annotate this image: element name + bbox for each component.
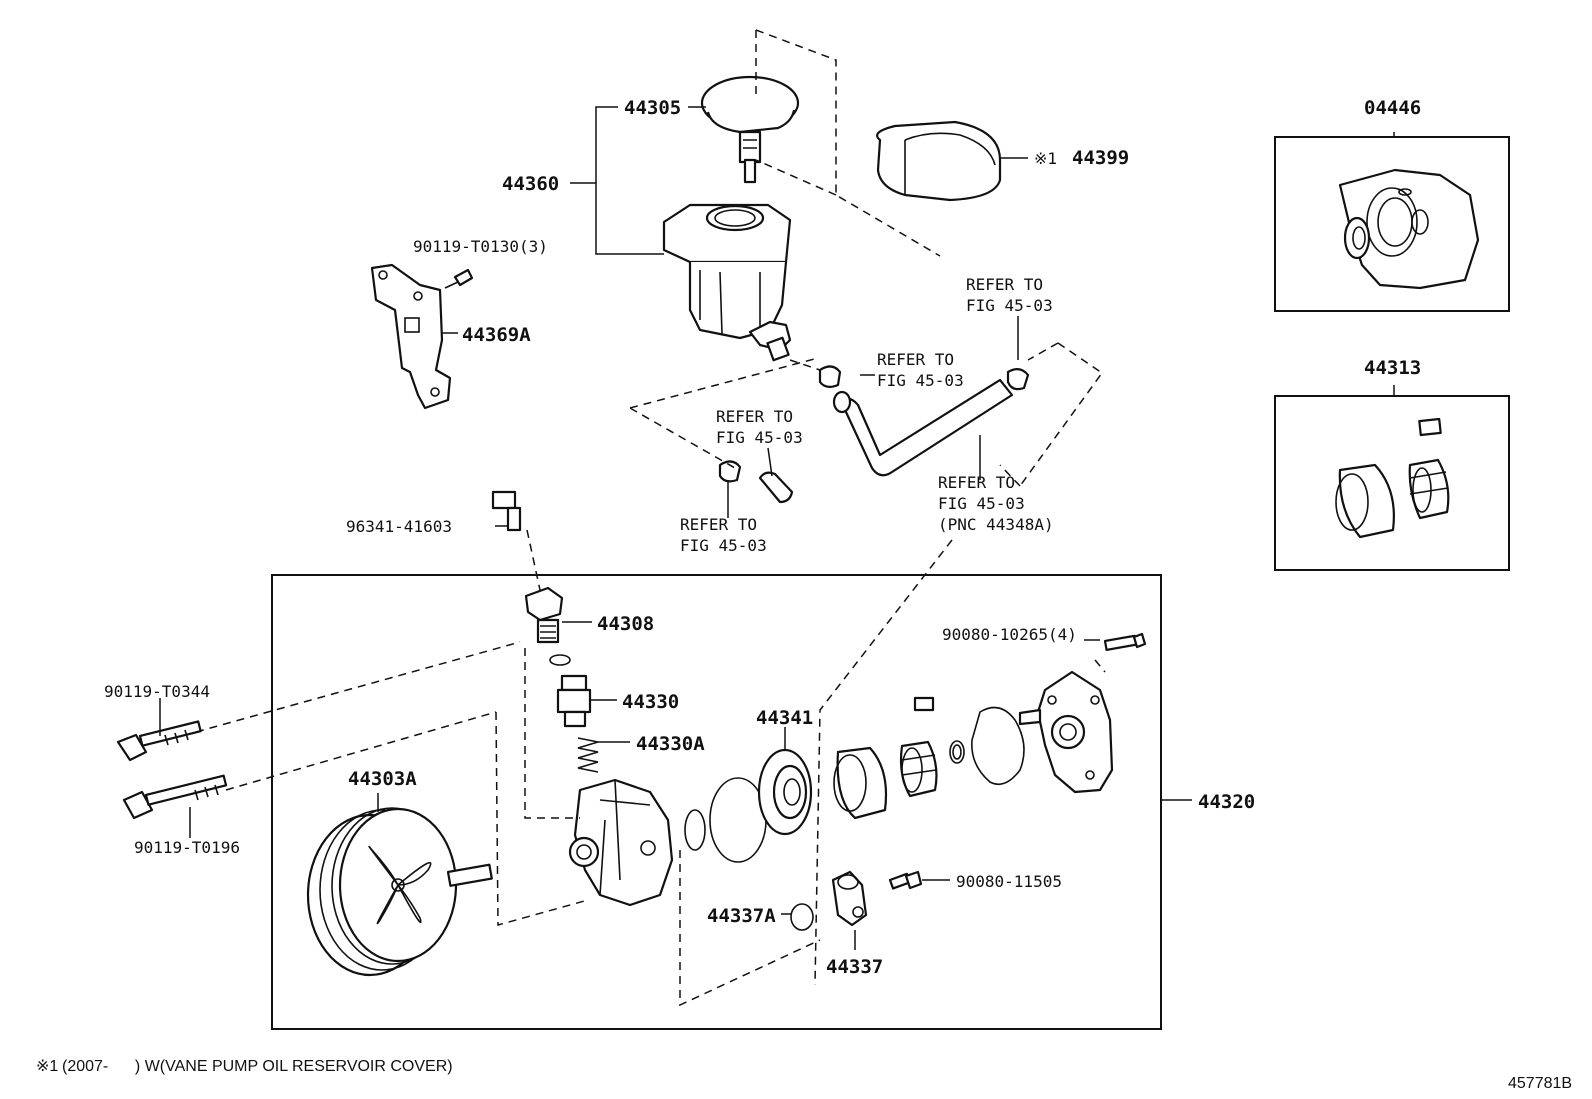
label-90080-11505: 90080-11505 (956, 872, 1062, 891)
label-44337a: 44337A (707, 905, 776, 927)
flow-control-valve-icon (556, 674, 592, 728)
label-44303a: 44303A (348, 768, 417, 790)
bolt-90119-t0196-icon (122, 774, 228, 820)
svg-text:FIG 45-03: FIG 45-03 (966, 296, 1053, 315)
label-90119-t0130: 90119-T0130(3) (413, 237, 548, 256)
snap-ring-icon (949, 740, 965, 764)
label-44330: 44330 (622, 691, 679, 713)
refer-note-clamp-upper[interactable]: REFER TO FIG 45-03 (877, 350, 964, 390)
vane-icon (913, 696, 935, 712)
label-90080-10265: 90080-10265(4) (942, 625, 1077, 644)
assembly-44320-box (271, 574, 1162, 1030)
pump-housing-icon (568, 778, 674, 907)
label-44337: 44337 (826, 956, 883, 978)
refer-note-return-hose[interactable]: REFER TO FIG 45-03 (PNC 44348A) (938, 473, 1054, 534)
o-ring-icon (549, 654, 571, 666)
label-44330a: 44330A (636, 733, 705, 755)
kit-44313-box (1274, 395, 1510, 571)
suction-port-icon (831, 870, 868, 927)
svg-text:REFER TO: REFER TO (966, 275, 1043, 294)
svg-text:(PNC 44348A): (PNC 44348A) (938, 515, 1054, 534)
refer-note-hose-upper[interactable]: REFER TO FIG 45-03 (966, 275, 1053, 315)
bolt-90080-10265-icon (1103, 632, 1147, 651)
figure-id: 457781B (1508, 1075, 1572, 1092)
union-bolt-96341-icon (491, 490, 522, 532)
gasket-icon (971, 706, 1025, 786)
label-44360: 44360 (502, 173, 559, 195)
bolt-90080-11505-icon (888, 870, 923, 890)
reservoir-cap-icon (700, 75, 800, 184)
svg-text:REFER TO: REFER TO (877, 350, 954, 369)
bracket-icon (370, 263, 452, 410)
refer-note-clamp-lower[interactable]: REFER TO FIG 45-03 (680, 515, 767, 555)
svg-text:FIG 45-03: FIG 45-03 (938, 494, 1025, 513)
footnote-text: (2007- ) W(VANE PUMP OIL RESERVOIR COVER… (62, 1058, 453, 1075)
svg-text:FIG 45-03: FIG 45-03 (877, 371, 964, 390)
union-fitting-44308-icon (524, 586, 564, 644)
label-90119-t0344: 90119-T0344 (104, 682, 210, 701)
pulley-icon (306, 807, 493, 977)
svg-text:REFER TO: REFER TO (716, 407, 793, 426)
cam-ring-icon (833, 746, 888, 820)
side-plate-icon (757, 748, 813, 836)
label-44341: 44341 (756, 707, 813, 729)
cam-rotor-kit-icon (1335, 417, 1450, 539)
label-44399-mark: ※1 (1034, 149, 1057, 168)
o-ring-44337a-icon (790, 903, 814, 931)
bolt-90119-t0130-icon (444, 268, 474, 289)
label-44369a: 44369A (462, 324, 531, 346)
svg-text:REFER TO: REFER TO (680, 515, 757, 534)
bolt-90119-t0344-icon (116, 720, 202, 762)
kit-04446-box (1274, 136, 1510, 312)
oil-reservoir-icon (662, 203, 792, 362)
footnote-mark: ※1 (36, 1058, 58, 1075)
label-44308: 44308 (597, 613, 654, 635)
label-44320: 44320 (1198, 791, 1255, 813)
return-hose-icon (832, 378, 1014, 477)
hose-clamp-icon (718, 365, 1030, 483)
rear-housing-icon (1018, 670, 1114, 794)
label-90119-t0196: 90119-T0196 (134, 838, 240, 857)
label-44399: 44399 (1072, 147, 1129, 169)
label-44305: 44305 (624, 97, 681, 119)
o-ring-icon (684, 777, 767, 863)
label-96341-41603: 96341-41603 (346, 517, 452, 536)
label-04446: 04446 (1364, 97, 1421, 119)
spring-icon (577, 737, 599, 773)
rotor-icon (899, 740, 938, 798)
refer-note-short-hose[interactable]: REFER TO FIG 45-03 (716, 407, 803, 447)
reservoir-cover-icon (876, 120, 1002, 202)
seal-kit-icon (1338, 168, 1480, 290)
svg-text:FIG 45-03: FIG 45-03 (680, 536, 767, 555)
svg-text:REFER TO: REFER TO (938, 473, 1015, 492)
label-44313: 44313 (1364, 357, 1421, 379)
svg-text:FIG 45-03: FIG 45-03 (716, 428, 803, 447)
short-hose-icon (758, 471, 794, 504)
